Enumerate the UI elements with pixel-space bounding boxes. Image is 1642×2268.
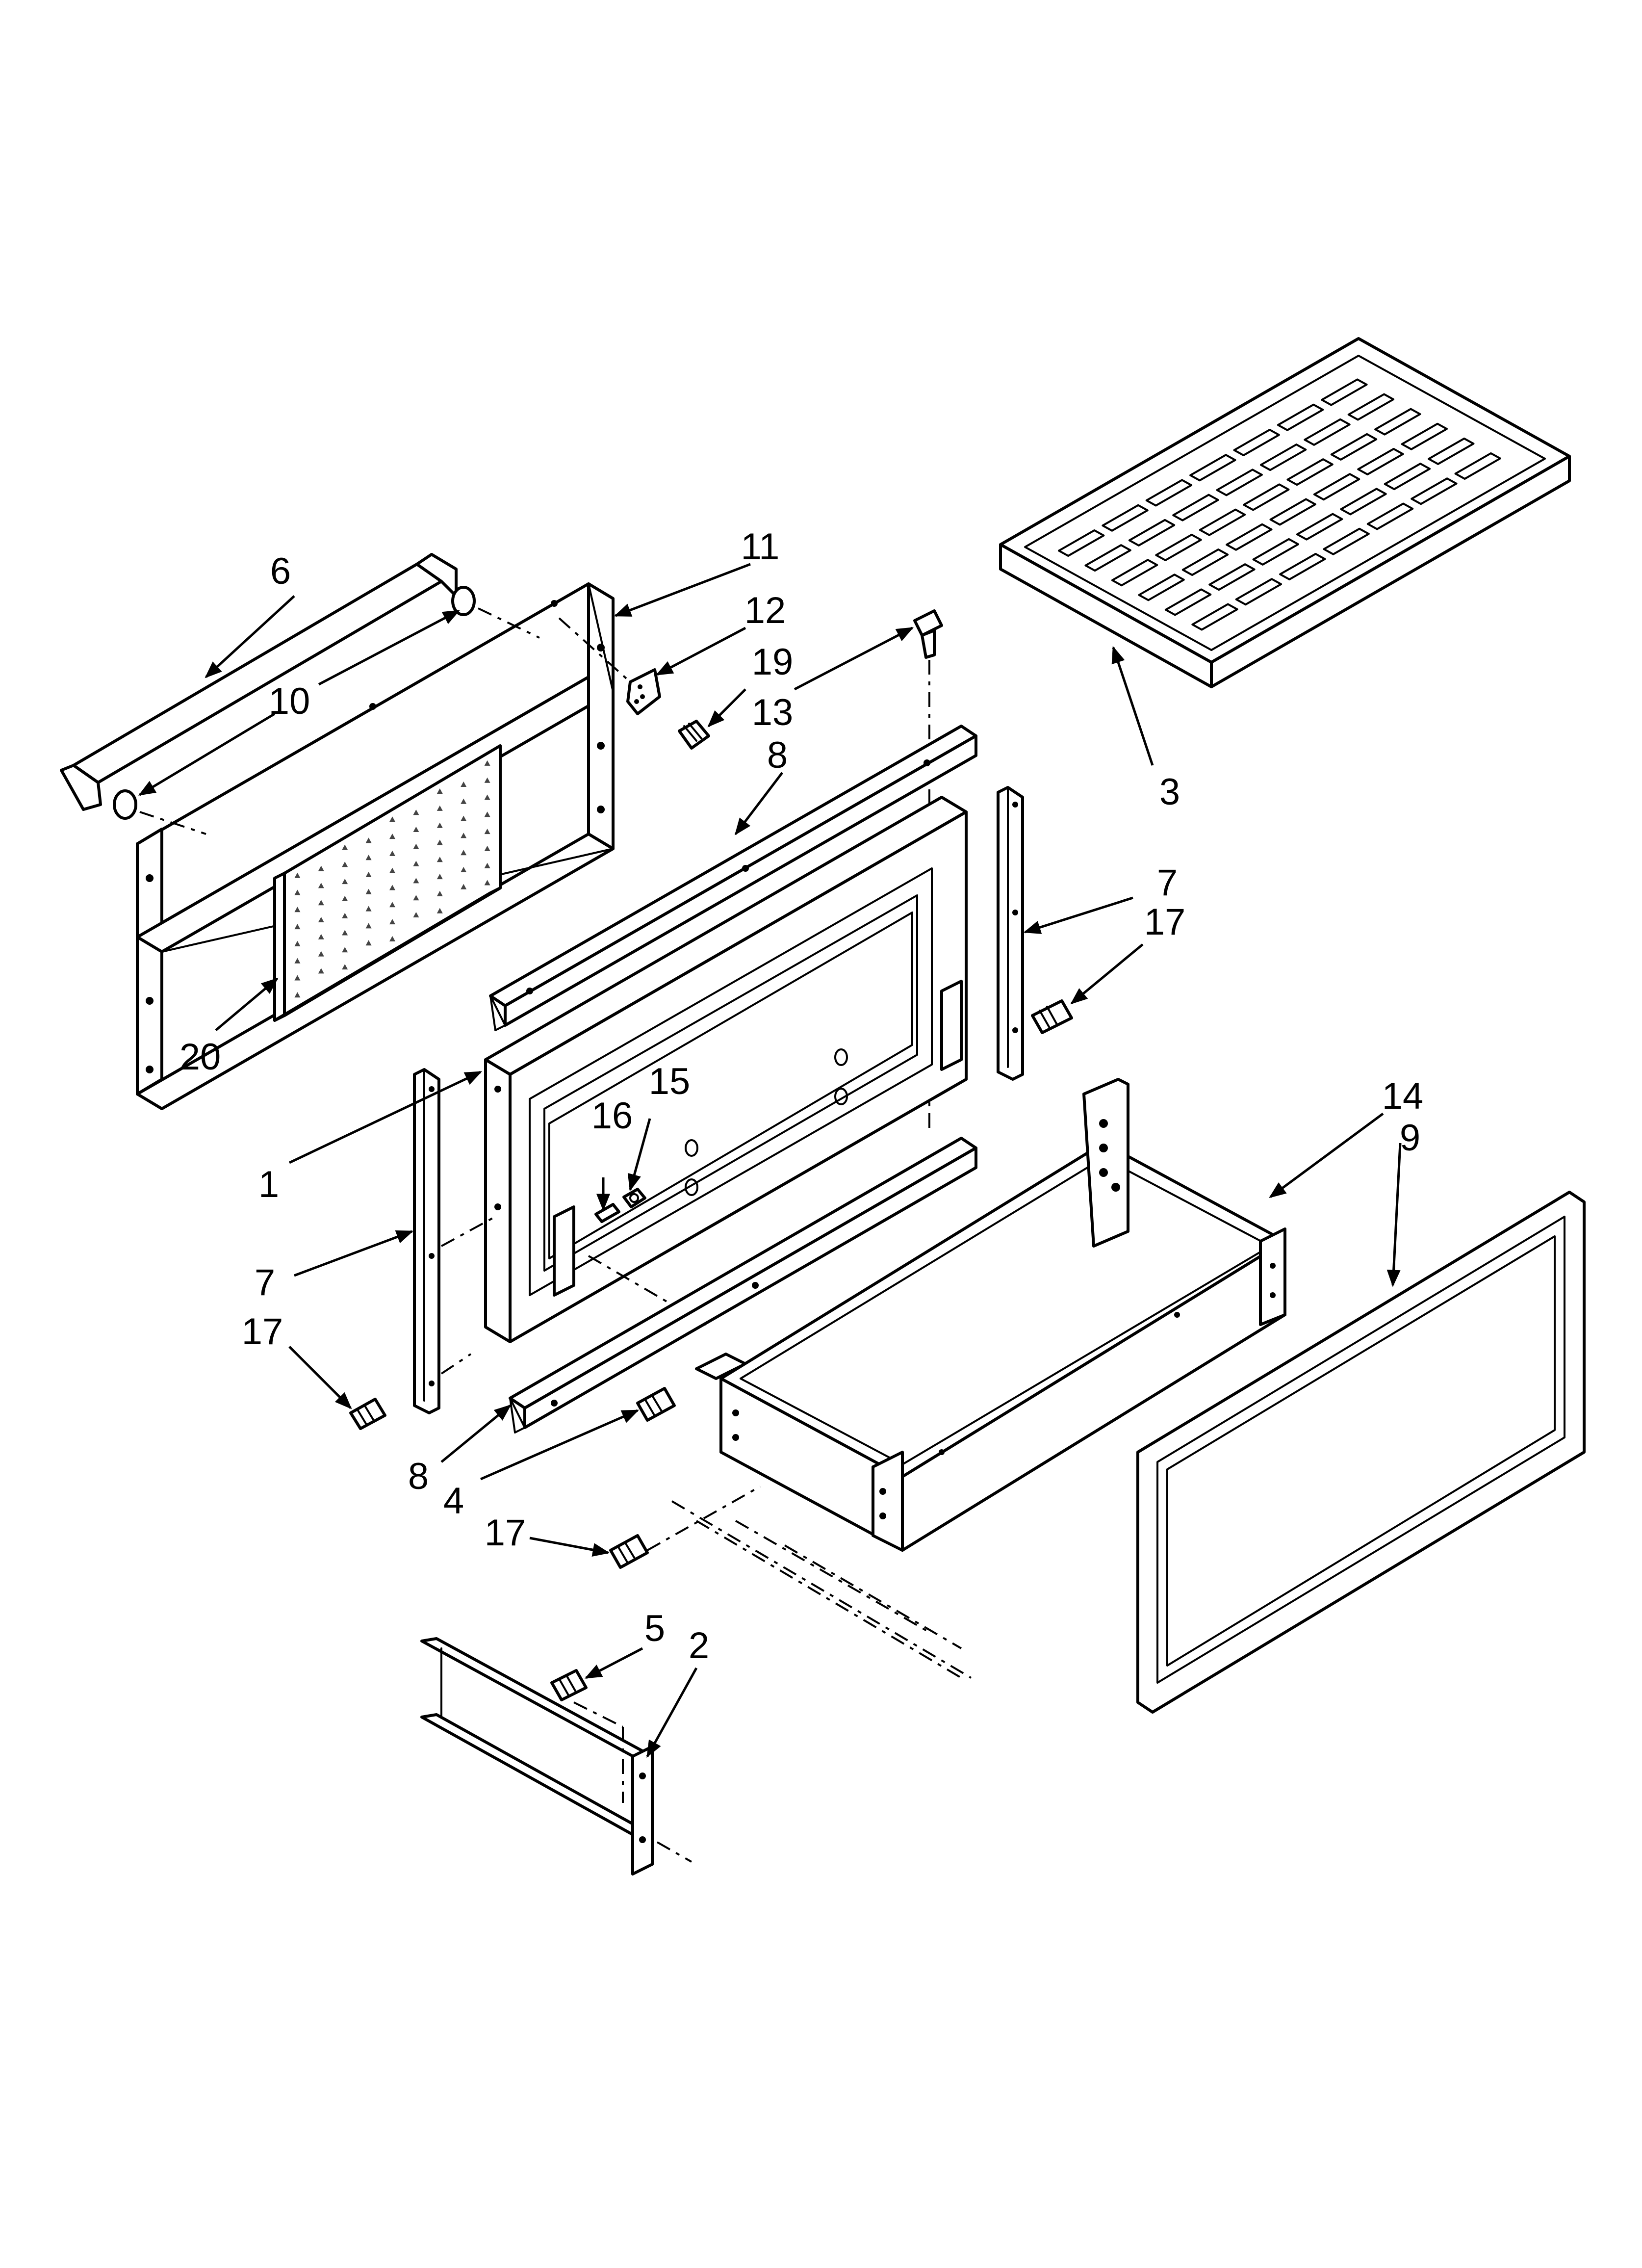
- part-19-screw: [678, 720, 710, 750]
- callout-3: 3: [1159, 771, 1180, 813]
- callout-8-top: 8: [767, 734, 788, 776]
- callout-15: 15: [649, 1061, 691, 1102]
- part-11-outer-door-frame: [136, 582, 615, 1110]
- part-6-door-handle: [60, 553, 540, 835]
- part-17-screw-right: [1031, 999, 1073, 1034]
- callout-14: 14: [1382, 1075, 1424, 1117]
- drawer-slide-hidden-lines: [671, 1500, 972, 1679]
- callout-13: 13: [752, 692, 794, 733]
- callout-19: 19: [752, 641, 794, 683]
- part-7-left-side-strip: [413, 1068, 496, 1414]
- callout-17-left: 17: [242, 1311, 283, 1353]
- callout-10: 10: [269, 680, 310, 722]
- part-17-screw-left: [349, 1398, 386, 1430]
- callout-2: 2: [689, 1625, 709, 1667]
- callout-5: 5: [644, 1608, 665, 1649]
- part-15-nut: [622, 1188, 646, 1208]
- callout-7-right: 7: [1157, 862, 1178, 904]
- callout-20: 20: [180, 1036, 221, 1078]
- callout-17-right: 17: [1144, 901, 1186, 943]
- callout-16: 16: [591, 1095, 633, 1137]
- part-14-drawer-body: [695, 1078, 1286, 1552]
- part-4-screw: [636, 1387, 676, 1422]
- part-9-door-gasket: [1136, 1191, 1586, 1714]
- callout-17-bottom: 17: [485, 1512, 526, 1554]
- part-1-inner-door-liner: [484, 796, 968, 1343]
- part-3-grill-rack: [999, 337, 1571, 688]
- part-20-insulation-panel: [273, 744, 502, 1022]
- part-2-kick-panel: [420, 1637, 692, 1876]
- callout-9: 9: [1400, 1117, 1420, 1159]
- part-7-right-side-strip: [997, 786, 1024, 1081]
- callout-6: 6: [270, 550, 291, 592]
- callout-4: 4: [443, 1480, 464, 1522]
- callout-labels: 6 11 12 19 13 10 8 3 7 17 20 15 16 14 9 …: [180, 526, 1424, 1667]
- callout-1: 1: [258, 1164, 279, 1205]
- leader-lines: [138, 563, 1402, 1758]
- callout-7-left: 7: [255, 1262, 275, 1303]
- callout-11: 11: [741, 526, 780, 568]
- callout-12: 12: [744, 590, 786, 631]
- part-12-cover-plate: [558, 617, 661, 715]
- part-8-lower-strip: [509, 1137, 977, 1434]
- part-17-screw-bottom: [609, 1486, 761, 1569]
- part-8-upper-strip: [489, 725, 977, 1031]
- callout-8-bottom: 8: [408, 1456, 429, 1497]
- part-5-screw: [550, 1669, 588, 1701]
